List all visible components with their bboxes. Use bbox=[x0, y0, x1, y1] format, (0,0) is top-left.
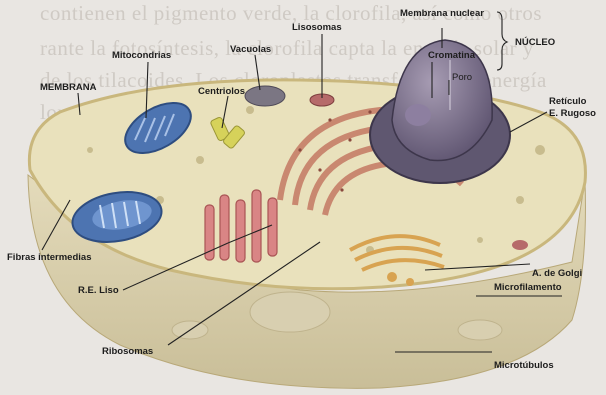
label-ribosomas: Ribosomas bbox=[102, 346, 153, 357]
golgi-vesicle bbox=[387, 272, 397, 282]
label-microfilamento: Microfilamento bbox=[494, 282, 562, 293]
label-membrana: MEMBRANA bbox=[40, 82, 96, 93]
label-golgi: A. de Golgi bbox=[532, 268, 582, 279]
label-nucleo: NÚCLEO bbox=[515, 37, 555, 48]
lysosome bbox=[512, 240, 528, 250]
nucleus bbox=[370, 40, 510, 183]
label-centriolos: Centriolos bbox=[198, 86, 245, 97]
label-microtubulos: Microtúbulos bbox=[494, 360, 554, 371]
nucleus-brace bbox=[497, 12, 507, 70]
label-reticulo-line1: Retículo bbox=[549, 96, 586, 107]
lower-vesicle bbox=[458, 320, 502, 340]
lower-vesicle bbox=[250, 292, 330, 332]
label-re-liso: R.E. Liso bbox=[78, 285, 119, 296]
label-cromatina: Cromatina bbox=[428, 50, 475, 61]
label-mitocondrias: Mitocondrias bbox=[112, 50, 171, 61]
label-lisosomas: Lisosomas bbox=[292, 22, 342, 33]
label-poro: Poro bbox=[452, 72, 472, 83]
label-vacuolas: Vacuolas bbox=[230, 44, 271, 55]
label-fibras-intermedias: Fibras intermedias bbox=[7, 252, 91, 263]
label-membrana-nuclear: Membrana nuclear bbox=[400, 8, 484, 19]
vacuole bbox=[245, 86, 285, 106]
label-reticulo-line2: E. Rugoso bbox=[549, 108, 596, 119]
golgi-vesicle bbox=[406, 278, 414, 286]
